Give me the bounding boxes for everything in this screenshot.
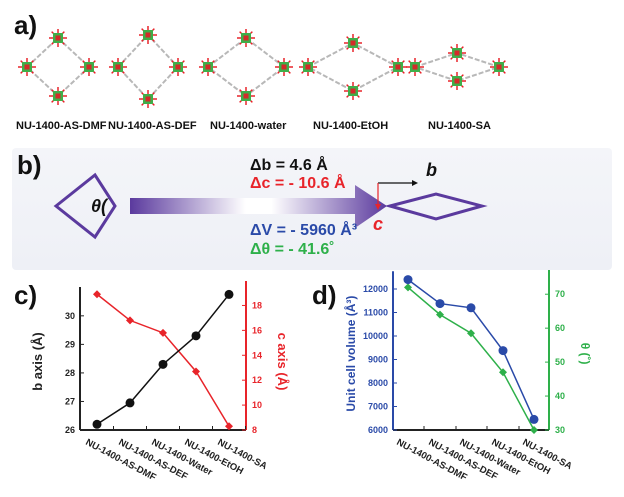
zr-cluster-node <box>199 58 217 76</box>
data-point-right <box>499 368 507 377</box>
zr-cluster-node <box>18 58 36 76</box>
theta-angle-label: θ( <box>91 196 108 216</box>
zr-cluster-node <box>406 58 424 76</box>
zr-cluster-node <box>448 44 466 62</box>
data-point-left <box>125 398 135 408</box>
zr-cluster-node <box>275 58 293 76</box>
zr-cluster-node <box>80 58 98 76</box>
y-tick-label-right: 70 <box>555 289 565 299</box>
delta-c: Δc = - 10.6 Å <box>250 175 346 192</box>
y-tick-label-left: 9000 <box>368 355 388 365</box>
y-tick-label-left: 8000 <box>368 378 388 388</box>
panel-a-label: a) <box>14 10 38 40</box>
data-point-left <box>224 289 234 299</box>
y-tick-label-right: 18 <box>252 300 262 310</box>
y-tick-label-left: 7000 <box>368 402 388 412</box>
chart-d: 6000 7000 8000 9000 10000 11000 12000 30 40 50 60 7… <box>343 270 592 483</box>
data-point-left <box>92 419 102 429</box>
y-tick-label-right: 10 <box>252 400 262 410</box>
data-point-right <box>467 329 475 338</box>
data-point-left <box>191 331 201 341</box>
data-point-left <box>466 303 476 313</box>
y-tick-label-right: 8 <box>252 425 257 435</box>
zr-cluster-node <box>237 87 255 105</box>
data-point-left <box>435 299 445 309</box>
zr-cluster-node <box>448 72 466 90</box>
axis-c-label: c <box>373 214 384 234</box>
y-tick-label-left: 29 <box>65 339 75 349</box>
y-tick-label-left: 6000 <box>368 425 388 435</box>
zr-cluster-node <box>237 29 255 47</box>
y-tick-label-right: 16 <box>252 325 262 335</box>
structure-label: NU-1400-SA <box>428 120 491 132</box>
y-tick-label-right: 60 <box>555 323 565 333</box>
y-axis-title-right: θ (˚) <box>578 343 592 365</box>
chart-c: 26 27 28 29 30 8 10 12 14 16 18 b axis (Å) c axis (Å… <box>30 281 290 483</box>
delta-b: Δb = 4.6 Å <box>250 157 328 174</box>
data-point-left <box>403 275 413 285</box>
y-tick-label-right: 50 <box>555 357 565 367</box>
mof-structures <box>18 26 508 108</box>
data-point-left <box>529 414 539 424</box>
rhombus-narrow <box>384 192 488 221</box>
y-tick-label-right: 40 <box>555 391 565 401</box>
y-axis-title-left: b axis (Å) <box>30 332 45 391</box>
y-tick-label-left: 28 <box>65 368 75 378</box>
data-point-right <box>126 316 134 325</box>
zr-cluster-node <box>169 58 187 76</box>
delta-volume: ΔV = - 5960 Å³ <box>250 222 358 239</box>
zr-cluster-node <box>344 82 362 100</box>
zr-cluster-node <box>49 29 67 47</box>
data-point-right <box>93 290 101 299</box>
data-point-right <box>192 367 200 376</box>
zr-cluster-node <box>49 87 67 105</box>
y-tick-label-left: 12000 <box>363 284 388 294</box>
transition-arrow <box>130 185 387 228</box>
y-tick-label-left: 26 <box>65 425 75 435</box>
zr-cluster-node <box>139 26 157 44</box>
structure-label: NU-1400-EtOH <box>313 120 389 132</box>
series-line-left <box>96 293 230 425</box>
data-point-right <box>436 310 444 319</box>
panel-b-label: b) <box>17 150 42 180</box>
y-tick-label-right: 14 <box>252 350 262 360</box>
zr-cluster-node <box>139 90 157 108</box>
y-tick-label-left: 10000 <box>363 331 388 341</box>
zr-cluster-node <box>344 34 362 52</box>
panel-b-diagram <box>53 172 488 240</box>
data-point-right <box>530 426 538 434</box>
zr-cluster-node <box>299 58 317 76</box>
delta-theta: Δθ = - 41.6˚ <box>250 241 335 258</box>
y-tick-label-left: 27 <box>65 396 75 406</box>
y-tick-label-left: 11000 <box>363 308 388 318</box>
y-axis-title-left: Unit cell volume (Å³) <box>343 296 358 412</box>
data-point-right <box>404 283 412 292</box>
series-line-left <box>407 278 535 420</box>
zr-cluster-node <box>490 58 508 76</box>
y-tick-label-left: 30 <box>65 311 75 321</box>
y-axis-title-right: c axis (Å) <box>275 333 290 391</box>
zr-cluster-node <box>109 58 127 76</box>
rhombus-wide <box>53 172 117 240</box>
panel-d-label: d) <box>312 280 337 310</box>
structure-label: NU-1400-AS-DEF <box>108 120 197 132</box>
data-point-left <box>498 346 508 356</box>
data-point-left <box>158 359 168 369</box>
data-point-right <box>159 328 167 337</box>
structure-label: NU-1400-water <box>210 120 287 132</box>
y-tick-label-right: 30 <box>555 425 565 435</box>
zr-cluster-node <box>389 58 407 76</box>
data-point-right <box>225 422 233 431</box>
structure-label: NU-1400-AS-DMF <box>16 120 107 132</box>
y-tick-label-right: 12 <box>252 375 262 385</box>
axis-b-label: b <box>426 160 437 180</box>
panel-c-label: c) <box>14 280 38 310</box>
